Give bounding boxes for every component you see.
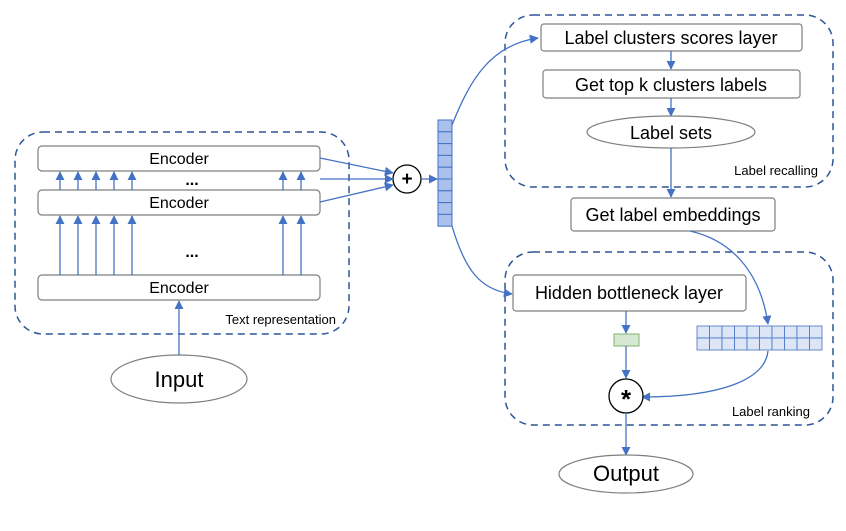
multiply-symbol: *	[621, 384, 632, 414]
label-ranking-label: Label ranking	[732, 404, 810, 419]
embeddings-to-matrix-arrow	[689, 230, 772, 325]
bottleneck-vector	[613, 333, 640, 347]
vector-to-bottleneck-arrow	[451, 225, 513, 298]
label-recalling-group	[504, 14, 834, 188]
label-embeddings-label: Get label embeddings	[585, 205, 760, 225]
text-representation-group	[14, 131, 350, 335]
label-embedding-matrix	[696, 325, 823, 351]
vector-to-scores-arrow	[451, 34, 539, 126]
label-sets-label: Label sets	[630, 123, 712, 143]
encoder-label-top: Encoder	[149, 151, 209, 168]
output-node	[558, 454, 694, 494]
encoder-label-bottom: Encoder	[149, 280, 209, 297]
encoder-label-middle: Encoder	[149, 195, 209, 212]
concatenated-vector	[437, 119, 453, 227]
label-embeddings-box	[570, 197, 776, 232]
label-recalling-label: Label recalling	[734, 163, 818, 178]
encoder-box-middle	[37, 189, 321, 216]
encoder-box-bottom	[37, 274, 321, 301]
label-ranking-group	[504, 251, 834, 426]
plus-symbol: +	[401, 169, 412, 190]
encoder-upward-arrows-lower	[55, 215, 306, 275]
ellipsis-top: ...	[185, 172, 198, 189]
bottleneck-label: Hidden bottleneck layer	[535, 283, 723, 303]
output-label: Output	[593, 461, 659, 486]
encoder-top-to-plus-arrow	[319, 157, 394, 176]
bottleneck-box	[512, 274, 747, 312]
ellipsis-bottom: ...	[185, 244, 198, 261]
encoder-upward-arrows-upper	[55, 171, 306, 190]
scores-layer-label: Label clusters scores layer	[564, 28, 777, 48]
matrix-to-multiply-arrow	[641, 350, 769, 402]
topk-label: Get top k clusters labels	[575, 75, 767, 95]
text-representation-label: Text representation	[225, 312, 336, 327]
encoder-middle-to-plus-arrow	[319, 182, 394, 203]
input-label: Input	[155, 367, 204, 392]
